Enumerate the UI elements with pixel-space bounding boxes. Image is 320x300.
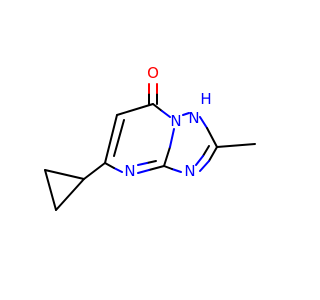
bond-c5-c6 (104, 114, 118, 164)
nitrogen-bonds (104, 103, 218, 174)
bond-skeleton (44, 103, 256, 211)
bond-cyclopropyl-1 (55, 178, 85, 211)
bond-cyclopropyl-3 (44, 169, 57, 211)
bond-c5-c6-double (113, 119, 125, 157)
bond-c3a-n4-double (146, 160, 157, 164)
bond-c6-c7 (116, 103, 154, 116)
bond-n4-c5 (104, 162, 115, 169)
bond-c3a-n4-double-n (137, 162, 148, 166)
bond-n3-c3a-n (171, 168, 182, 173)
bond-nh-c2 (206, 127, 218, 148)
atom-n-right: N (184, 162, 195, 180)
bond-cyclopropyl-2 (44, 169, 85, 180)
bond-cyclopropyl-c5 (83, 162, 106, 180)
bond-n4-c5-n (113, 167, 123, 173)
bond-nbridge-nh (182, 112, 190, 116)
bond-c3a-n4 (148, 165, 165, 171)
bond-c7-nbridge (152, 103, 163, 112)
bond-nh-c2-n (199, 116, 208, 129)
bond-c2-n3 (208, 146, 218, 162)
atom-labels: O N N H N N (124, 64, 211, 180)
bond-c2-n3-n (199, 160, 210, 172)
bond-c3a-nbridge (163, 146, 171, 167)
bond-c3a-n4-n (137, 169, 150, 174)
atom-oxygen: O (147, 64, 159, 82)
bond-n3-c3a (163, 165, 173, 170)
bond-c7-nbridge-n (161, 110, 171, 118)
carbonyl-group (148, 83, 158, 105)
bond-c2-methyl (216, 143, 256, 148)
atom-h-on-n: H (200, 90, 211, 108)
bond-c2-n3-double (202, 145, 210, 157)
atom-n-left: N (124, 162, 135, 180)
atom-n-bridge: N (170, 112, 181, 130)
atom-n-h: N (188, 109, 199, 127)
bond-c3a-nbridge-n (169, 128, 175, 148)
molecule-structure-diagram: O N N H N N (44, 64, 256, 211)
bond-c2-n3-double-n (195, 155, 204, 166)
